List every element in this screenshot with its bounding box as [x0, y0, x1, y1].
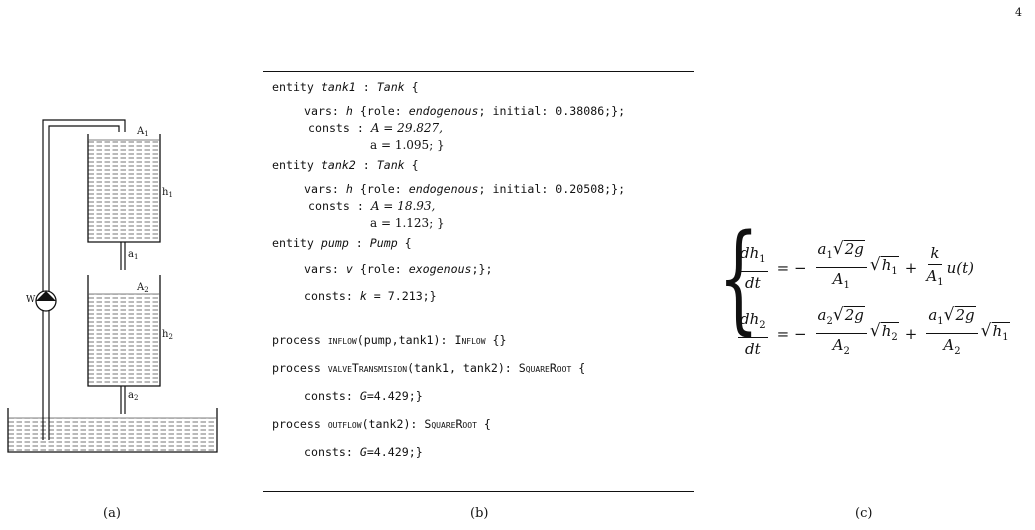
listing-line-valve-consts: consts: G=4.429;}: [304, 389, 423, 403]
tank1-wall: [87, 134, 161, 243]
listing-line-pump-consts: consts: k = 7.213;}: [304, 289, 437, 303]
listing-line-tank1-vars: vars: h {role: endogenous; initial: 0.38…: [304, 104, 626, 118]
listing-line-tank1-const-a: a = 1.095; }: [370, 138, 445, 152]
caption-a: (a): [103, 506, 121, 521]
listing-line-entity-pump: entity pump : Pump {: [272, 236, 412, 250]
listing-line-pump-vars: vars: v {role: exogenous;};: [304, 262, 493, 276]
tank2-area-label: A2: [137, 282, 149, 294]
tank2-water: [88, 294, 160, 386]
tank1-outlet-label: a1: [128, 249, 139, 261]
listing-line-process-valve: process valveTransmision(tank1, tank2): …: [272, 361, 586, 375]
tank1-outlet-pipe: [120, 242, 126, 270]
tank2-wall: [87, 275, 161, 387]
tank2-outlet-pipe: [120, 386, 126, 414]
page-number: 4: [1015, 6, 1022, 19]
listing-line-tank1-consts: consts : A = 29.827,: [308, 121, 443, 135]
listing-line-entity-tank2: entity tank2 : Tank {: [272, 158, 419, 172]
tank2-level-label: h2: [162, 329, 173, 341]
tank1-water: [88, 140, 160, 242]
listing-line-process-inflow: process inflow(pump,tank1): Inflow {}: [272, 333, 507, 347]
caption-b: (b): [470, 506, 489, 521]
tank2-outlet-label: a2: [128, 390, 139, 402]
pump-icon: [35, 290, 57, 312]
caption-c: (c): [855, 506, 873, 521]
listing-line-tank2-consts: consts : A = 18.93,: [308, 199, 436, 213]
system-brace: {: [718, 208, 760, 346]
listing-line-tank2-vars: vars: h {role: endogenous; initial: 0.20…: [304, 182, 626, 196]
listing-line-entity-tank1: entity tank1 : Tank {: [272, 80, 419, 94]
supply-pipe: [42, 119, 126, 440]
listing-line-outflow-consts: consts: G=4.429;}: [304, 445, 423, 459]
pump-label: W: [26, 295, 36, 305]
listing-line-process-outflow: process outflow(tank2): SquareRoot {: [272, 417, 491, 431]
tank1-level-label: h1: [162, 187, 173, 199]
listing-top-rule: [263, 71, 694, 72]
tank1-area-label: A1: [137, 126, 149, 138]
listing-line-tank2-const-a: a = 1.123; }: [370, 216, 445, 230]
two-tank-diagram: [7, 119, 218, 453]
listing-bottom-rule: [263, 491, 694, 492]
reservoir-wall: [7, 408, 218, 453]
reservoir-water: [8, 418, 217, 452]
